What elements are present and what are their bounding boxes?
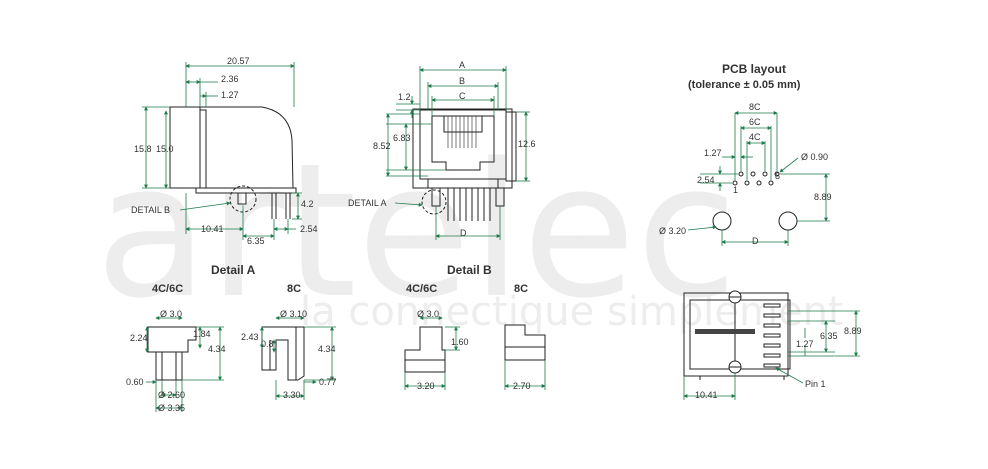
dim-pin-spacing: 6.35	[247, 236, 265, 246]
detail-a-right-w1: 0.77	[319, 377, 337, 387]
dim-hole-dia: Ø 0.90	[801, 152, 828, 162]
detail-a-left-peg	[155, 351, 183, 381]
detail-a-left-h2: 1.84	[193, 329, 211, 339]
detail-a-right-w2: 3.30	[283, 390, 301, 400]
dim-bottom-pitch-b: 8.89	[844, 326, 862, 336]
dim-bottom-front-to-pin: 10.41	[695, 390, 718, 400]
dim-height-outer: 15.8	[134, 144, 152, 154]
bottom-pins	[763, 303, 781, 368]
dim-offset-b: 1.27	[221, 90, 239, 100]
pcb-layout: PCB layout (tolerance ± 0.05 mm) 1 8 8C …	[659, 62, 832, 246]
front-base	[427, 178, 499, 189]
detail-b: Detail B 4C/6C 8C Ø 3.0 1.60 3.20 2.70	[404, 263, 546, 391]
detail-b-label: DETAIL B	[131, 205, 170, 215]
dim-inner: 6.83	[393, 133, 411, 143]
detail-a-left-h1: 2.24	[130, 333, 148, 343]
detail-b-right-label: 8C	[514, 283, 528, 295]
dim-4c: 4C	[749, 132, 761, 142]
pin1-label: Pin 1	[805, 379, 826, 389]
dim-post-dia: Ø 3.20	[659, 226, 686, 236]
detail-a-left-h3: 4.34	[208, 344, 226, 354]
pcb-subtitle: (tolerance ± 0.05 mm)	[688, 79, 801, 91]
detail-a-right-h3: 4.34	[318, 344, 336, 354]
detail-a: Detail A 4C/6C 8C Ø 3.0 2.24 1.84 4.34 0…	[126, 263, 337, 413]
dim-height-inner: 15.0	[156, 144, 174, 154]
dim-pitch-x: 1.27	[704, 148, 722, 158]
detail-a-left-label: 4C/6C	[152, 283, 183, 295]
detail-a-marker	[421, 189, 447, 215]
detail-a-left-dia-top: Ø 3.0	[160, 309, 182, 319]
dim-overall: 8.52	[373, 141, 391, 151]
dim-height: 12.6	[518, 139, 536, 149]
front-right-tab	[505, 111, 517, 182]
dim-pitch-y: 2.54	[697, 175, 715, 185]
detail-b-title: Detail B	[447, 263, 492, 277]
front-contact-lines	[447, 116, 477, 148]
dim-pin-length: 4.2	[301, 199, 314, 209]
detail-a-right-body	[261, 326, 305, 381]
dim-bottom-pitch-c: 1.27	[796, 339, 814, 349]
detail-b-left-label: 4C/6C	[406, 283, 437, 295]
detail-b-left-w1: 3.20	[417, 381, 435, 391]
pin-number-1: 1	[733, 185, 738, 195]
dim-a: A	[459, 60, 465, 70]
dim-pin-pitch: 2.54	[300, 224, 318, 234]
dim-step: 1.2	[398, 92, 411, 102]
pcb-title: PCB layout	[722, 62, 786, 76]
detail-a-right-label: 8C	[287, 283, 301, 295]
detail-b-right-w1: 2.70	[513, 381, 531, 391]
side-post	[237, 192, 247, 205]
dim-front-to-pin: 10.41	[201, 224, 224, 234]
detail-a-right-dia-top: Ø 3.10	[280, 309, 307, 319]
pcb-pin-holes	[732, 171, 780, 186]
dim-b: B	[459, 76, 465, 86]
detail-a-title: Detail A	[211, 263, 256, 277]
dim-8c: 8C	[749, 102, 761, 112]
front-port	[431, 115, 495, 171]
dim-bottom-pitch-a: 6.35	[820, 331, 838, 341]
detail-a-right-h2: 0.8	[261, 339, 274, 349]
watermark: artelec la connectique simplement	[95, 123, 844, 339]
detail-a-left-dia-mid: Ø 2.60	[158, 390, 185, 400]
dim-c: C	[459, 91, 466, 101]
dim-6c: 6C	[749, 117, 761, 127]
front-contacts	[443, 115, 483, 133]
bottom-view: 6.35 8.89 1.27 Pin 1 10.41	[683, 290, 862, 400]
bottom-center-bar	[695, 329, 755, 334]
dim-pcb-d: D	[752, 236, 759, 246]
dim-row-to-post: 8.89	[814, 192, 832, 202]
detail-a-left-w1: 0.60	[126, 377, 144, 387]
pin-number-8: 8	[775, 171, 780, 181]
pcb-post-hole-right	[778, 211, 798, 231]
detail-b-left-h1: 1.60	[451, 337, 469, 347]
front-pins	[447, 188, 491, 221]
detail-a-right-h1: 2.43	[241, 332, 259, 342]
dim-overall-length: 20.57	[227, 56, 250, 66]
detail-b-left-dia-top: Ø 3.0	[417, 309, 439, 319]
watermark-tagline: la connectique simplement	[300, 289, 844, 335]
detail-a-label: DETAIL A	[348, 198, 387, 208]
watermark-brand: artelec	[95, 123, 738, 339]
side-housing	[169, 106, 294, 189]
dim-d: D	[460, 228, 467, 238]
detail-a-left-dia-bot: Ø 3.35	[158, 403, 185, 413]
dim-offset-a: 2.36	[221, 74, 239, 84]
front-view: A B C 1.2 6.83 8.52 12.6 D DETAIL A	[348, 60, 536, 240]
side-view: 20.57 2.36 1.27 15.8 15.0 4.2 10.41 6.35…	[131, 56, 318, 246]
